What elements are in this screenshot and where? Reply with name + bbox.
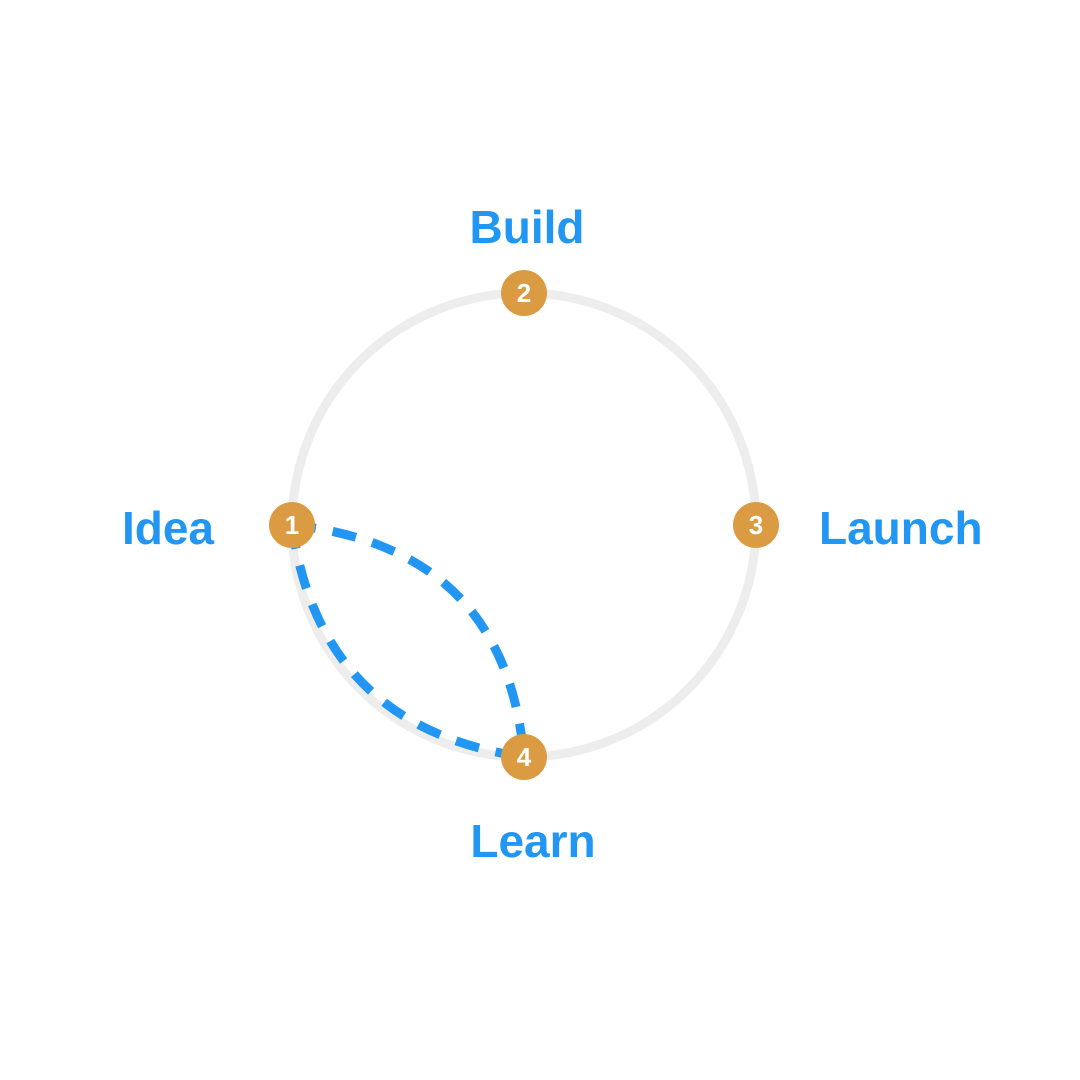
step-number-learn: 4 [517, 742, 532, 772]
step-label-launch: Launch [819, 502, 983, 554]
step-label-learn: Learn [470, 815, 595, 867]
step-node-idea [269, 502, 315, 548]
step-number-launch: 3 [749, 510, 763, 540]
feedback-loop-lower-arc [287, 524, 525, 762]
step-number-idea: 1 [285, 510, 299, 540]
feedback-loop-upper-arc [291, 520, 529, 758]
step-number-build: 2 [517, 278, 531, 308]
step-node-build [501, 270, 547, 316]
step-label-idea: Idea [122, 502, 214, 554]
step-node-learn [501, 734, 547, 780]
step-nodes: 1 2 3 4 [269, 270, 779, 780]
step-node-launch [733, 502, 779, 548]
step-label-build: Build [470, 201, 585, 253]
